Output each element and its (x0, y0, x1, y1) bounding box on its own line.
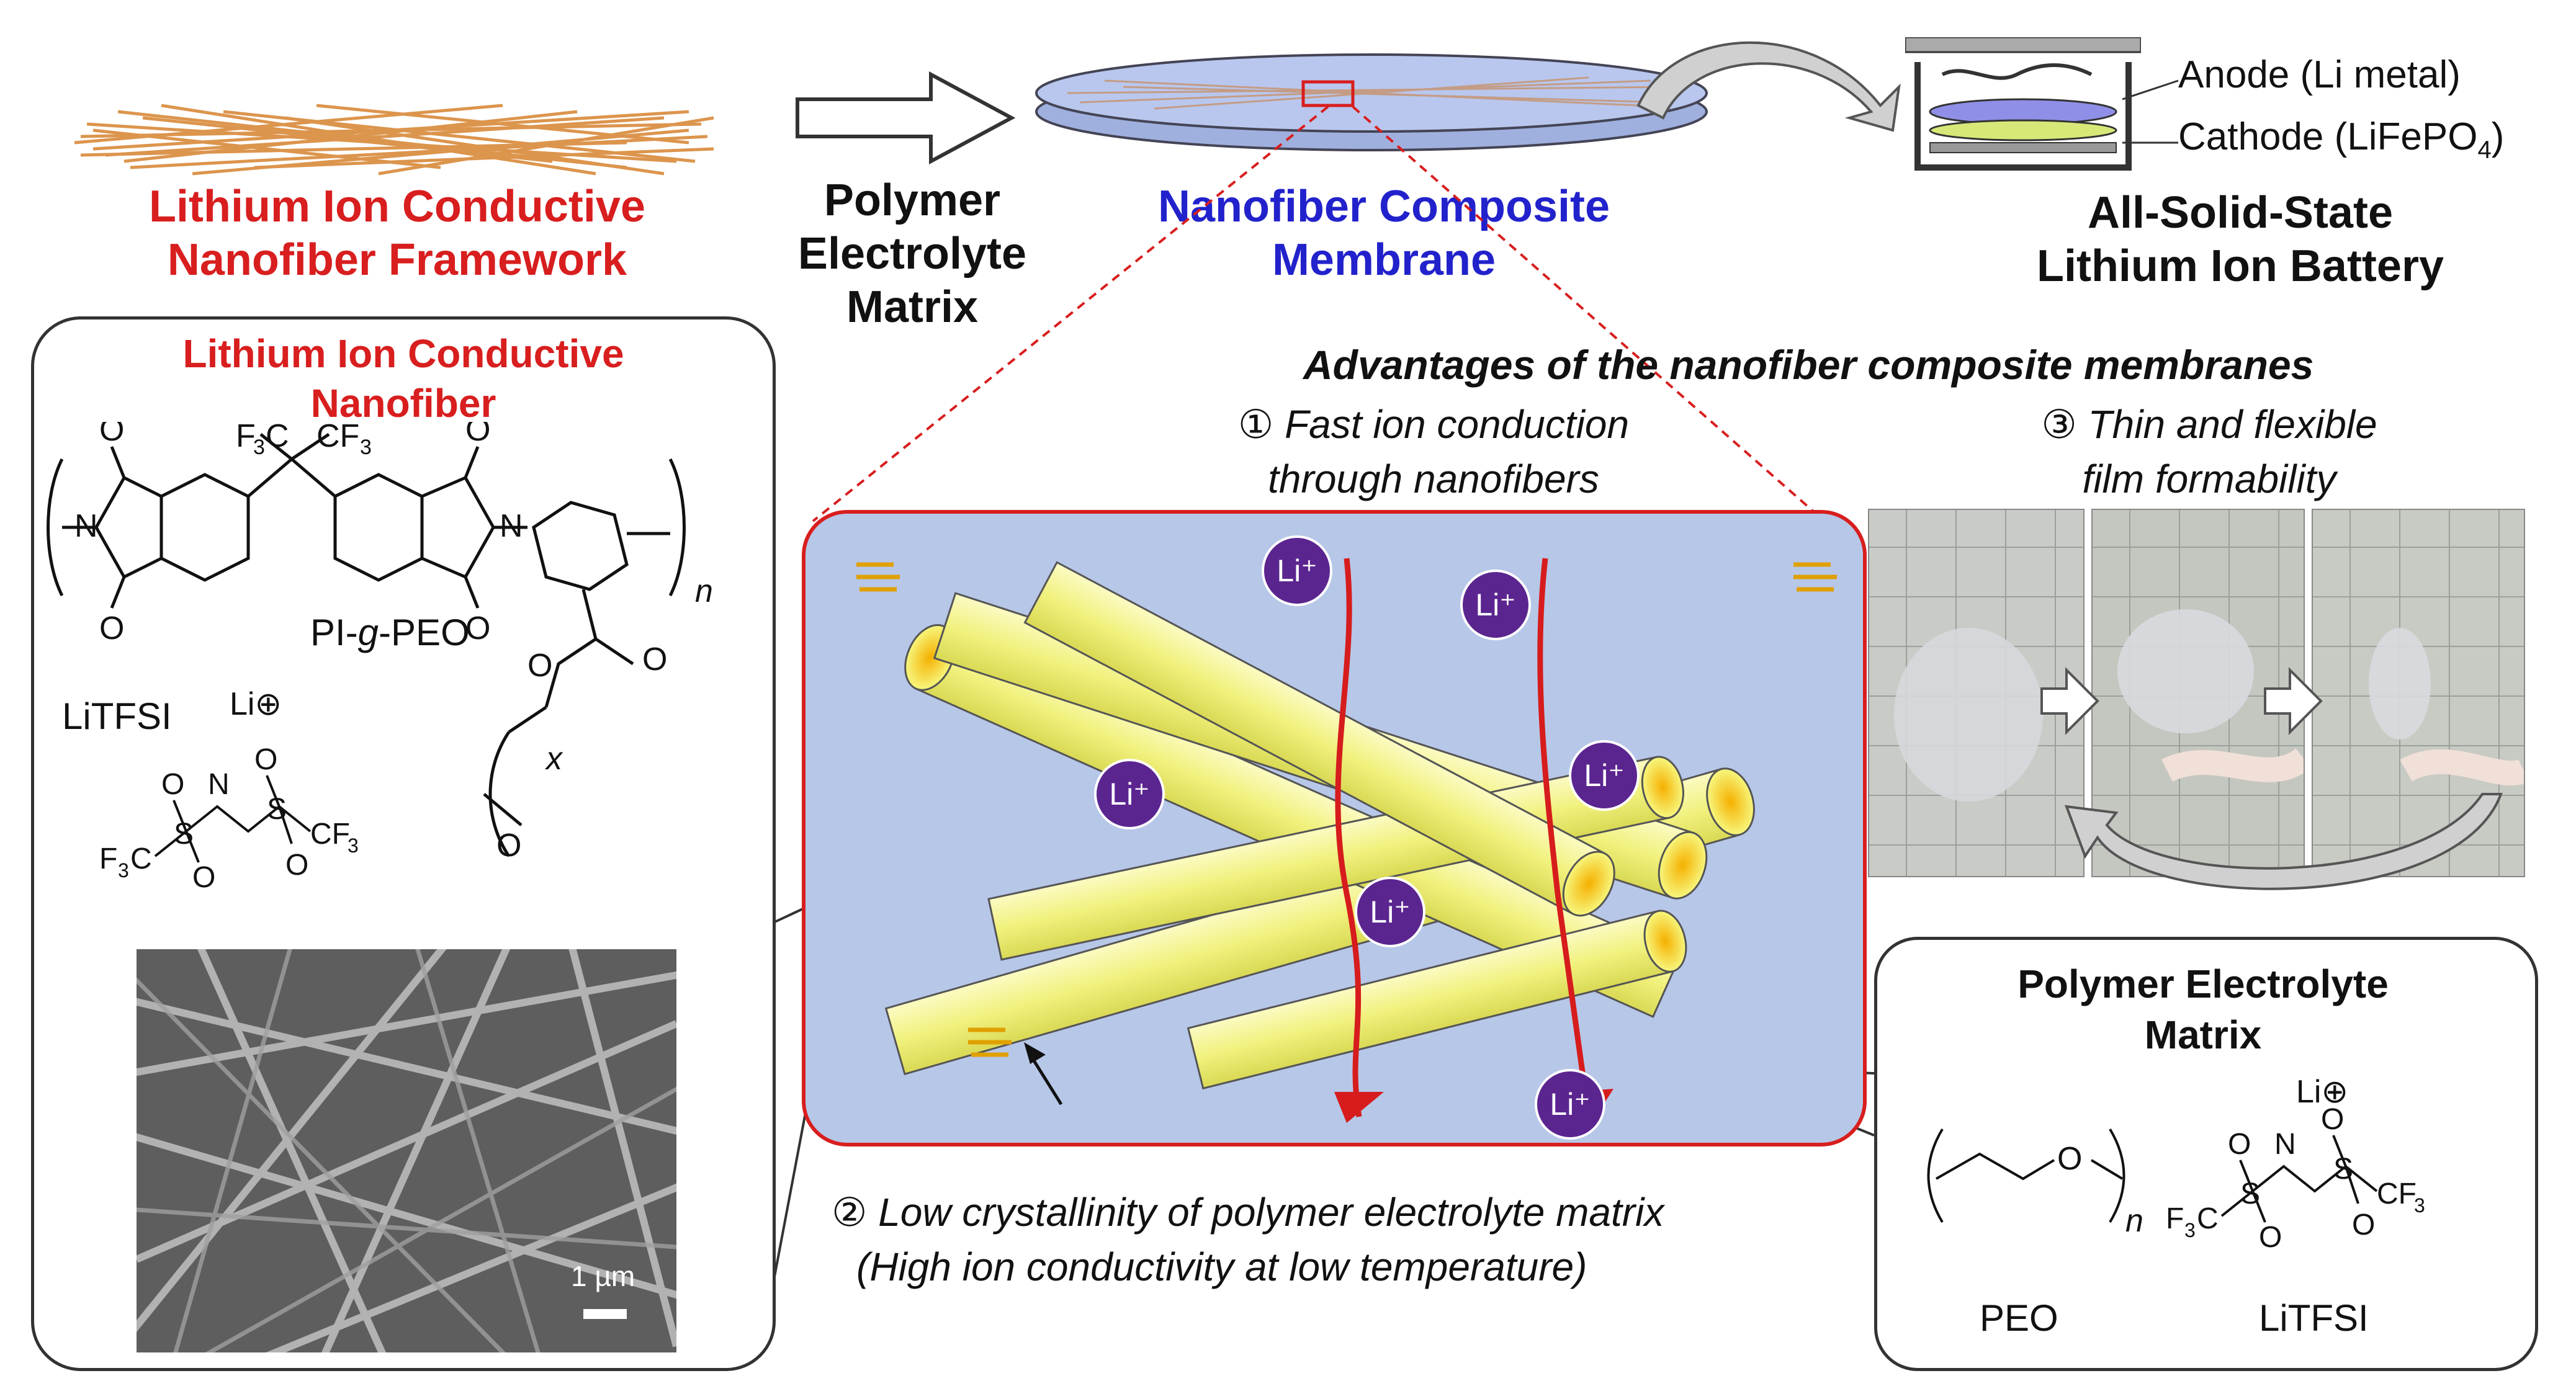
li-ion-label: Li⁺ (1584, 758, 1624, 793)
svg-text:O: O (2259, 1221, 2282, 1254)
nanofiber-mat-illustration (74, 104, 714, 176)
svg-text:N: N (2274, 1128, 2296, 1161)
svg-text:C: C (2197, 1202, 2219, 1235)
film-sequence-arrows (2040, 667, 2503, 890)
svg-text:C: C (266, 422, 289, 454)
svg-text:F: F (236, 422, 256, 454)
svg-text:3: 3 (253, 436, 265, 459)
left-panel-title: Lithium Ion Conductive Nanofiber (182, 331, 624, 426)
svg-text:O: O (2321, 1104, 2344, 1136)
svg-text:O: O (99, 610, 124, 646)
li-cation-right: Li⊕ (2296, 1074, 2349, 1110)
composite-membrane-disc (1035, 53, 1708, 151)
svg-text:x: x (544, 741, 563, 777)
peo-label: PEO (1980, 1297, 2058, 1339)
svg-text:S: S (174, 818, 194, 851)
sem-micrograph (137, 949, 676, 1352)
svg-text:O: O (285, 849, 308, 882)
li-ion-label: Li⁺ (1109, 777, 1149, 811)
anode-label: Anode (Li metal) (2178, 53, 2461, 96)
svg-text:S: S (2333, 1153, 2353, 1186)
svg-text:O: O (192, 861, 215, 894)
svg-text:N: N (74, 508, 98, 544)
svg-text:CF: CF (2377, 1178, 2417, 1210)
li-ion-label: Li⁺ (1370, 895, 1410, 929)
pi-g-peo-label: PI-g-PEO (310, 612, 470, 653)
svg-text:N: N (208, 768, 230, 801)
composite-cross-section: Li⁺ Li⁺ Li⁺ Li⁺ Li⁺ Li⁺ (802, 510, 1867, 1146)
svg-text:C: C (130, 842, 152, 875)
advantages-heading: Advantages of the nanofiber composite me… (1303, 342, 2314, 388)
svg-text:n: n (695, 573, 713, 609)
battery-title: All-Solid-State Lithium Ion Battery (2036, 188, 2444, 291)
label-pointers (2122, 79, 2179, 144)
li-ion-label: Li⁺ (1475, 588, 1515, 622)
svg-text:O: O (2228, 1128, 2251, 1161)
right-arrow-icon (796, 71, 1016, 164)
svg-text:n: n (2125, 1203, 2143, 1235)
svg-text:O: O (642, 641, 667, 677)
litfsi-label-right: LiTFSI (2259, 1297, 2369, 1339)
svg-text:3: 3 (360, 436, 372, 459)
svg-text:O: O (496, 828, 521, 864)
svg-text:O: O (2352, 1209, 2375, 1241)
battery-cell-illustration (1905, 37, 2141, 171)
matrix-chemistry-panel (1874, 937, 2538, 1371)
scale-bar-label: 1 µm (571, 1260, 635, 1292)
svg-text:3: 3 (2184, 1219, 2196, 1241)
svg-text:O: O (99, 422, 124, 448)
svg-text:CF: CF (310, 818, 350, 851)
svg-text:O: O (465, 610, 490, 646)
svg-text:O: O (2057, 1141, 2082, 1177)
advantage-2: ② Low crystallinity of polymer electroly… (832, 1190, 1664, 1289)
svg-text:O: O (254, 744, 277, 776)
svg-text:CF: CF (316, 422, 359, 454)
svg-text:S: S (267, 793, 287, 826)
svg-text:3: 3 (118, 859, 129, 882)
svg-text:F: F (2166, 1202, 2184, 1235)
litfsi-label-left: LiTFSI (62, 695, 172, 737)
svg-text:F: F (99, 842, 117, 875)
svg-text:3: 3 (2414, 1194, 2425, 1217)
svg-text:3: 3 (348, 834, 359, 857)
li-ion-label: Li⁺ (1550, 1087, 1590, 1122)
li-cation-left: Li⊕ (230, 686, 282, 722)
svg-text:O: O (465, 422, 490, 448)
svg-text:N: N (500, 508, 523, 544)
membrane-title: Nanofiber Composite Membrane (1157, 182, 1610, 285)
svg-text:S: S (2240, 1178, 2260, 1210)
peo-structure: O n (1927, 1128, 2143, 1235)
svg-text:O: O (161, 768, 184, 801)
framework-title: Lithium Ion Conductive Nanofiber Framewo… (149, 182, 645, 285)
advantage-1: ① Fast ion conduction through nanofibers (1237, 402, 1630, 501)
matrix-label: Polymer Electrolyte Matrix (797, 176, 1027, 332)
curved-arrow-icon (1636, 41, 1901, 132)
li-ion-label: Li⁺ (1277, 553, 1317, 588)
cathode-label: Cathode (LiFePO4) (2178, 115, 2505, 164)
svg-text:O: O (527, 648, 552, 684)
advantage-3: ③ Thin and flexible film formability (2041, 402, 2377, 501)
matrix-panel-title: Polymer Electrolyte Matrix (2017, 962, 2389, 1057)
